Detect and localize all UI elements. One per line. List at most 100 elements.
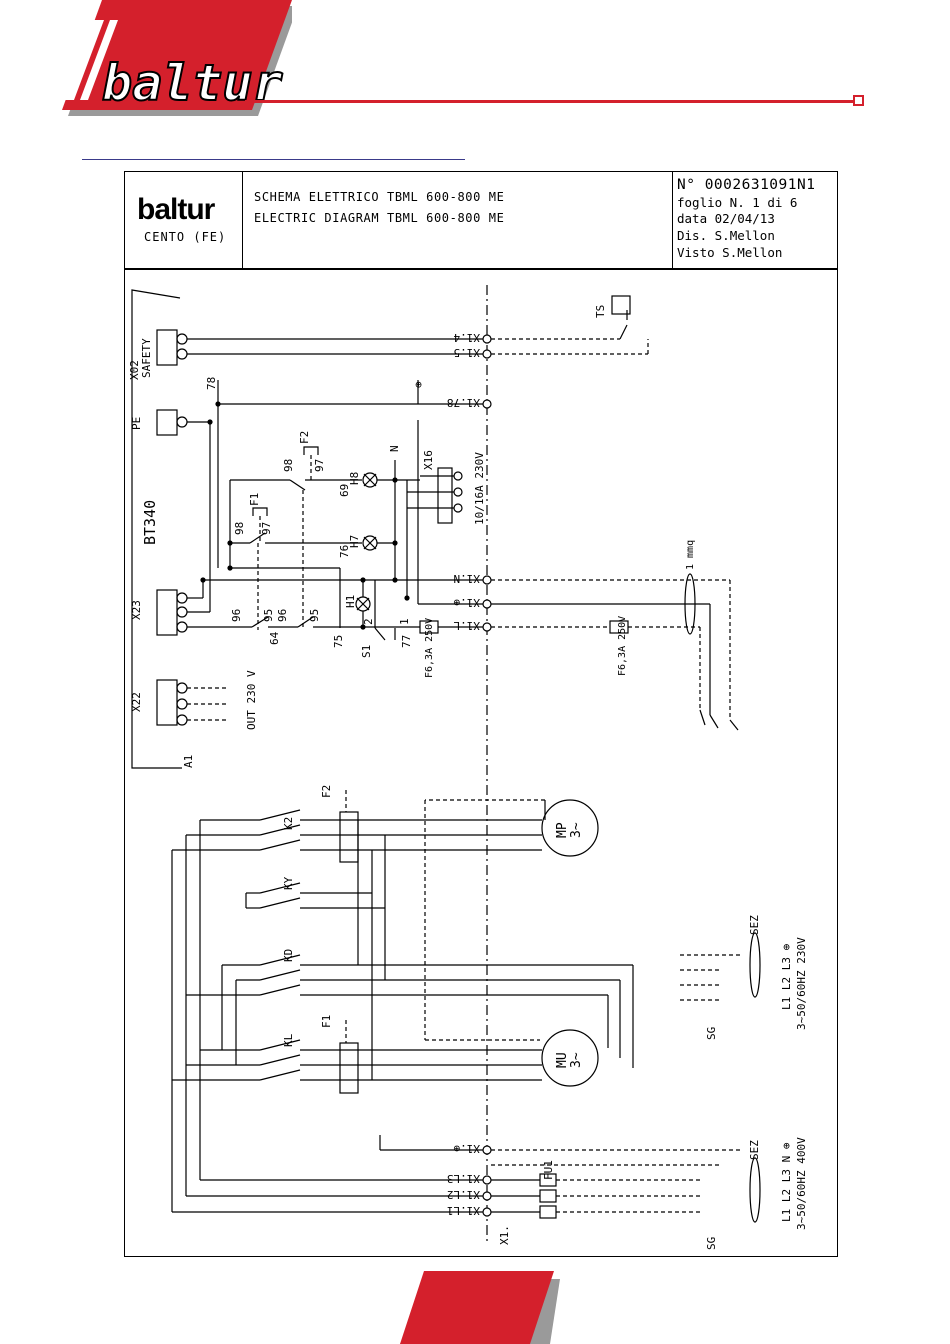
terminal-x1-l2: X1.L2 bbox=[447, 1188, 480, 1201]
h1-label: H1 bbox=[344, 595, 357, 608]
sheet-label: foglio N. bbox=[677, 195, 745, 210]
date-value: 02/04/13 bbox=[714, 211, 775, 226]
x02-safety-label: SAFETY bbox=[140, 338, 153, 378]
supply-400-pins: L1 L2 L3 N ⊕ bbox=[780, 1143, 793, 1222]
wire-76: 76 bbox=[338, 545, 351, 558]
cable-spec: 1 mmq bbox=[685, 540, 696, 570]
supply-230-label: 3~50/60HZ 230V bbox=[795, 937, 808, 1030]
checked-value: S.Mellon bbox=[722, 245, 783, 260]
x16-label: X16 bbox=[422, 450, 435, 470]
terminal-x1-n: X1.N bbox=[454, 572, 481, 585]
bt340-label: BT340 bbox=[141, 500, 159, 545]
drawn-value: S.Mellon bbox=[714, 228, 775, 243]
wire-75: 75 bbox=[332, 635, 345, 648]
mu-motor bbox=[541, 1029, 599, 1087]
terminal-x1-78: X1.78 bbox=[447, 396, 480, 409]
bt340-board-outline bbox=[131, 289, 182, 769]
h7-label: H7 bbox=[348, 535, 361, 548]
wire-64: 64 bbox=[268, 631, 281, 645]
title-english: ELECTRIC DIAGRAM TBML 600-800 ME bbox=[254, 211, 505, 225]
pe-connector bbox=[156, 409, 178, 436]
title-block-rule bbox=[125, 268, 837, 270]
mu-label: MU bbox=[555, 1052, 570, 1068]
wire-2: 2 bbox=[362, 618, 375, 625]
mu-phase: 3~ bbox=[569, 1052, 584, 1068]
fu1-fuse-l2 bbox=[539, 1189, 557, 1203]
header-brand: baltur bbox=[102, 54, 283, 112]
wire-96-b: 96 bbox=[276, 609, 289, 622]
fu1-fuse-l1 bbox=[539, 1205, 557, 1219]
terminal-x1-l1: X1.L1 bbox=[447, 1204, 480, 1217]
sheet-row: foglio N. 1 di 6 bbox=[677, 195, 797, 210]
h8-label: H8 bbox=[348, 472, 361, 485]
a1-label: A1 bbox=[182, 755, 195, 768]
drawn-label: Dis. bbox=[677, 228, 708, 243]
kd-label: KD bbox=[282, 949, 295, 962]
wire-78: 78 bbox=[205, 377, 218, 390]
terminal-x1-5: X1.5 bbox=[454, 346, 481, 359]
x02-connector bbox=[156, 329, 178, 366]
wire-95-a: 95 bbox=[262, 609, 275, 622]
k2-label: K2 bbox=[282, 817, 295, 830]
pe-label: PE bbox=[130, 417, 143, 430]
x16-rating: 10/16A 230V bbox=[473, 452, 486, 525]
x23-label: X23 bbox=[130, 600, 143, 620]
fu1-label: FU1 bbox=[542, 1160, 555, 1180]
f2-label: F2 bbox=[298, 431, 311, 444]
x23-connector bbox=[156, 589, 178, 636]
terminal-x1: X1. bbox=[498, 1225, 511, 1245]
supply-230-pins: L1 L2 L3 ⊕ bbox=[780, 944, 793, 1010]
x22-connector bbox=[156, 679, 178, 726]
wire-98-a: 98 bbox=[282, 459, 295, 472]
sheet-value: 1 di 6 bbox=[752, 195, 798, 210]
mp-label: MP bbox=[555, 822, 570, 838]
x02-label: X02 bbox=[128, 360, 141, 380]
document-number: N° 0002631091N1 bbox=[677, 177, 816, 193]
wire-69: 69 bbox=[338, 484, 351, 497]
sez-label-230: SEZ bbox=[748, 915, 761, 935]
mp-phase: 3~ bbox=[569, 822, 584, 838]
section-rule bbox=[82, 159, 465, 160]
ts-thermostat bbox=[611, 295, 631, 315]
wire-1: 1 bbox=[398, 618, 411, 625]
x16-socket bbox=[437, 467, 453, 524]
page-corner-tab bbox=[400, 1271, 560, 1344]
terminal-x1-pe: X1.⊕ bbox=[454, 596, 481, 609]
wire-pe: ⊕ bbox=[412, 381, 425, 388]
f1-label: F1 bbox=[248, 493, 261, 506]
wire-77: 77 bbox=[400, 635, 413, 648]
header-rule bbox=[245, 100, 855, 103]
supply-400-label: 3~50/60HZ 400V bbox=[795, 1137, 808, 1230]
wire-95-b: 95 bbox=[308, 609, 321, 622]
wire-96-a: 96 bbox=[230, 609, 243, 622]
header-square bbox=[853, 95, 864, 106]
baltur-logo: baltur bbox=[62, 0, 292, 116]
sg-label-400: SG bbox=[705, 1237, 718, 1250]
title-italian: SCHEMA ELETTRICO TBML 600-800 ME bbox=[254, 190, 505, 204]
title-block-city: CENTO (FE) bbox=[144, 230, 227, 244]
wire-97-a: 97 bbox=[313, 459, 326, 472]
kl-label: KL bbox=[282, 1033, 295, 1047]
checked-label: Visto bbox=[677, 245, 715, 260]
terminal-x1-4: X1.4 bbox=[453, 331, 480, 344]
terminal-x1-pe-2: X1.⊕ bbox=[454, 1142, 481, 1155]
mp-motor bbox=[541, 799, 599, 857]
f2-power-label: F2 bbox=[320, 785, 333, 798]
wire-98-b: 98 bbox=[233, 522, 246, 535]
wire-n: N bbox=[388, 445, 401, 452]
wire-97-b: 97 bbox=[260, 522, 273, 535]
x22-out-label: OUT 230 V bbox=[245, 670, 258, 730]
drawn-row: Dis. S.Mellon bbox=[677, 228, 775, 243]
ts-label: TS bbox=[594, 305, 607, 318]
ky-label: KY bbox=[282, 876, 295, 890]
date-label: data bbox=[677, 211, 708, 226]
title-block-logo-cell bbox=[125, 172, 243, 268]
date-row: data 02/04/13 bbox=[677, 211, 775, 226]
title-block-title-cell bbox=[243, 172, 673, 268]
x22-label: X22 bbox=[130, 692, 143, 712]
sez-label-400: SEZ bbox=[748, 1140, 761, 1160]
f1-overload bbox=[339, 1042, 359, 1094]
checked-row: Visto S.Mellon bbox=[677, 245, 782, 260]
terminal-x1-l3: X1.L3 bbox=[447, 1172, 480, 1185]
